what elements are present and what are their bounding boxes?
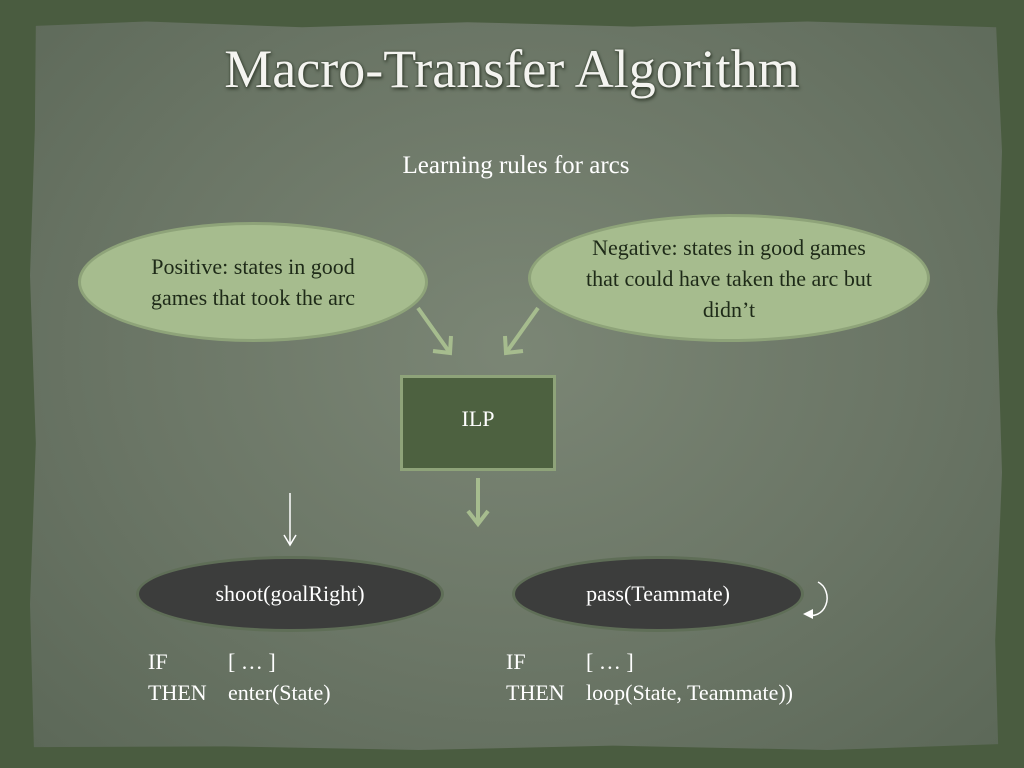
if-condition: [ … ] bbox=[586, 649, 634, 674]
if-condition: [ … ] bbox=[228, 649, 276, 674]
rule-loop-state: IF [ … ] THEN loop(State, Teammate)) bbox=[506, 646, 793, 708]
then-keyword: THEN bbox=[148, 680, 207, 705]
rule-enter-state: IF [ … ] THEN enter(State) bbox=[148, 646, 331, 708]
positive-examples-label: Positive: states in good games that took… bbox=[150, 254, 356, 310]
negative-examples-label: Negative: states in good games that coul… bbox=[586, 234, 872, 322]
ilp-node: ILP bbox=[400, 375, 556, 471]
rule-if-line: IF [ … ] bbox=[148, 646, 331, 677]
then-keyword: THEN bbox=[506, 680, 565, 705]
slide-subtitle: Learning rules for arcs bbox=[402, 152, 630, 179]
shoot-goal-right-node: shoot(goalRight) bbox=[136, 556, 444, 632]
then-action: enter(State) bbox=[228, 680, 331, 705]
positive-examples-node: Positive: states in good games that took… bbox=[78, 222, 428, 342]
slide-title: Macro-Transfer Algorithm bbox=[224, 39, 800, 99]
negative-examples-node: Negative: states in good games that coul… bbox=[528, 214, 930, 342]
if-keyword: IF bbox=[148, 649, 168, 674]
pass-teammate-node: pass(Teammate) bbox=[512, 556, 804, 632]
rule-then-line: THEN enter(State) bbox=[148, 677, 331, 708]
rule-then-line: THEN loop(State, Teammate)) bbox=[506, 677, 793, 708]
pass-teammate-label: pass(Teammate) bbox=[586, 581, 730, 606]
rule-if-line: IF [ … ] bbox=[506, 646, 793, 677]
ilp-label: ILP bbox=[461, 406, 495, 431]
if-keyword: IF bbox=[506, 649, 526, 674]
then-action: loop(State, Teammate)) bbox=[586, 680, 793, 705]
shoot-goal-right-label: shoot(goalRight) bbox=[215, 581, 365, 606]
